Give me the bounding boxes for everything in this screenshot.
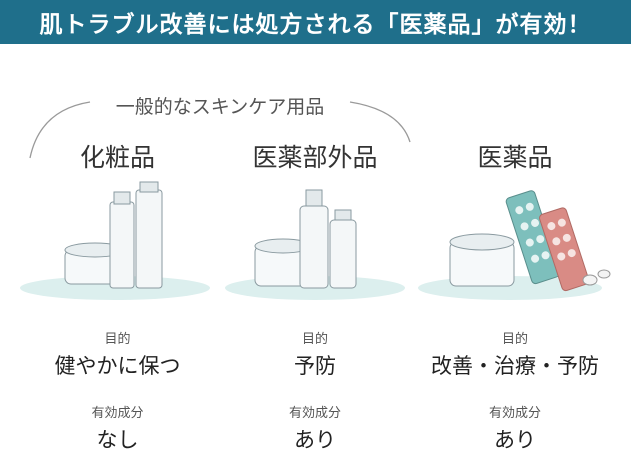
column-pharmaceuticals: 医薬品 目的 改善・治療・予防 有効成分 あり [410, 0, 620, 474]
purpose-value: 改善・治療・予防 [431, 354, 599, 378]
cosmetics-illustration [20, 181, 210, 300]
header-banner: 肌トラブル改善には処方される「医薬品」が有効！ [0, 0, 631, 44]
purpose-value: 健やかに保つ [54, 354, 181, 378]
column-quasi-drugs: 医薬部外品 目的 予防 有効成分 あり [210, 0, 420, 474]
active-ingredient-label: 有効成分 [91, 406, 144, 421]
active-ingredient-label: 有効成分 [488, 406, 541, 421]
column-title: 医薬品 [477, 143, 553, 172]
purpose-label: 目的 [301, 332, 328, 347]
column-cosmetics: 化粧品 目的 健やかに保つ 有効成分 なし [10, 0, 225, 474]
group-bracket-arc [29, 101, 411, 159]
purpose-label: 目的 [104, 332, 131, 347]
column-title: 医薬部外品 [252, 143, 378, 172]
page-title: 肌トラブル改善には処方される「医薬品」が有効！ [39, 12, 592, 38]
group-label-skincare: 一般的なスキンケア用品 [115, 96, 325, 118]
active-ingredient-label: 有効成分 [288, 406, 341, 421]
column-title: 化粧品 [79, 143, 155, 172]
purpose-label: 目的 [501, 332, 528, 347]
active-ingredient-value: あり [494, 428, 536, 452]
purpose-value: 予防 [294, 354, 336, 378]
quasi-drugs-illustration [225, 189, 405, 300]
active-ingredient-value: なし [96, 428, 139, 452]
active-ingredient-value: あり [294, 428, 336, 452]
pharmaceuticals-illustration [418, 190, 611, 300]
